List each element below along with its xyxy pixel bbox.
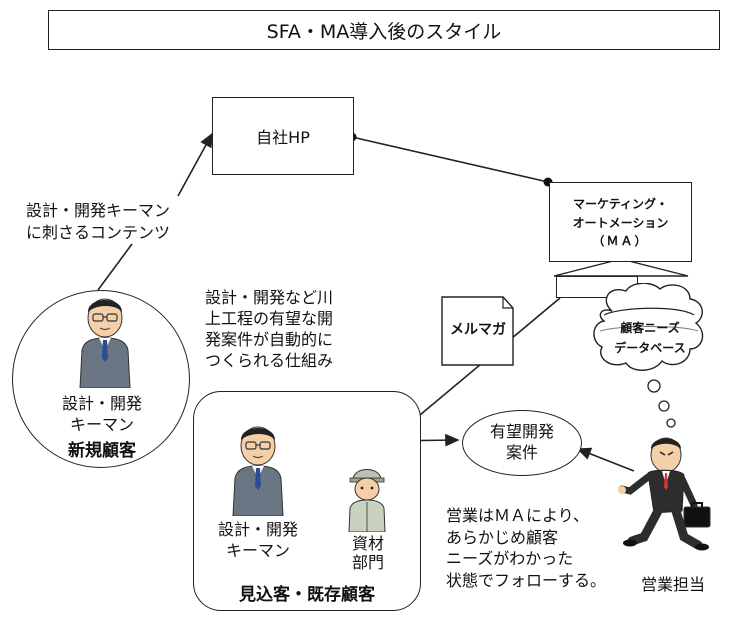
ma-box: マーケティング・ オートメーション （ＭＡ） <box>549 182 692 262</box>
page-title-text: SFA・MA導入後のスタイル <box>266 20 502 43</box>
ma-line-1: マーケティング・ <box>572 197 669 211</box>
existing-customer-person-label: 設計・開発 キーマン <box>217 520 298 560</box>
sales-rep-icon <box>618 437 711 551</box>
mail-magazine-doc-icon <box>441 296 514 366</box>
existing-keyman-person-icon <box>232 426 284 516</box>
new-customer-group-label: 新規顧客 <box>68 441 136 461</box>
materials-department-label: 資材 部門 <box>351 534 384 573</box>
thought-bubble-3 <box>666 418 676 428</box>
arrow-contents-to-hp <box>177 132 213 197</box>
database-line-1: 顧客ニーズ <box>620 321 680 335</box>
opportunity-label: 有望開発 案件 <box>489 422 554 462</box>
sales-rep-label: 営業担当 <box>640 575 705 594</box>
ma-line-2: オートメーション <box>572 215 669 230</box>
database-label: 顧客ニーズ データベース <box>596 318 704 359</box>
database-line-2: データベース <box>614 341 686 356</box>
contents-label: 設計・開発キーマン に刺さるコンテンツ <box>26 201 171 242</box>
keyman-person-icon <box>79 298 131 388</box>
existing-customer-group-label: 見込客・既存顧客 <box>239 585 375 605</box>
page-title: SFA・MA導入後のスタイル <box>48 10 720 50</box>
ma-line-3: （ＭＡ） <box>592 234 649 249</box>
new-customer-person-label: 設計・開発 キーマン <box>61 394 142 434</box>
mail-magazine-label: メルマガ <box>450 322 506 338</box>
existing-customer-box <box>193 391 421 611</box>
line-hp-to-ma <box>351 136 549 183</box>
company-hp-label: 自社HP <box>256 128 310 147</box>
thought-bubble-1 <box>647 379 661 393</box>
thought-bubble-2 <box>658 400 670 412</box>
mechanism-text: 設計・開発など川 上工程の有望な開 発案件が自動的に つくられる仕組み <box>205 288 334 371</box>
opportunity-ellipse: 有望開発 案件 <box>462 410 582 476</box>
sales-text: 営業はＭＡにより、 あらかじめ顧客 ニーズがわかった 状態でフォローする。 <box>446 506 607 590</box>
arrow-sales-to-opportunity <box>576 447 635 472</box>
line-newcustomer-to-contents <box>97 243 133 291</box>
company-hp-box: 自社HP <box>212 97 354 175</box>
database-icon <box>593 283 704 371</box>
materials-worker-icon <box>348 469 386 532</box>
